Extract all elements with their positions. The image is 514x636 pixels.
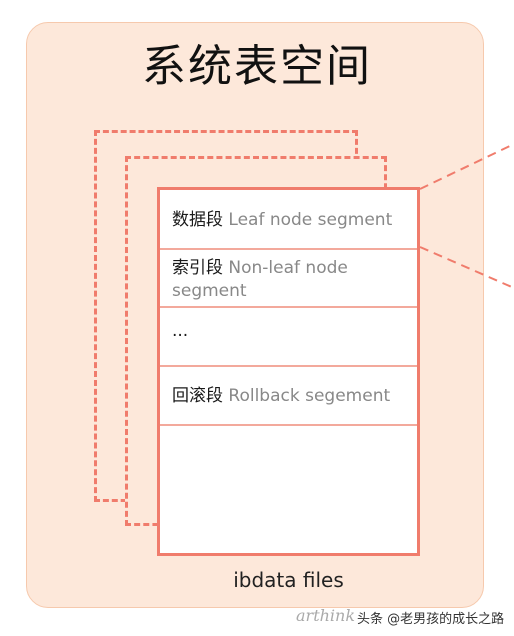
segment-leaf-en: Leaf node segment xyxy=(228,210,393,230)
segment-rollback-en: Rollback segement xyxy=(228,386,391,406)
segment-non-leaf: 索引段 Non-leaf node segment xyxy=(160,257,417,303)
watermark-toutiao: 头条 @老男孩的成长之路 xyxy=(357,612,505,627)
diagram-title: 系统表空间 xyxy=(142,41,372,92)
segment-divider xyxy=(160,306,417,308)
connector-line-top xyxy=(419,143,514,190)
segment-non-leaf-cn: 索引段 xyxy=(172,258,223,278)
segment-non-leaf-en: Non-leaf node segment xyxy=(172,258,348,301)
segment-ellipsis-en: ... xyxy=(172,321,189,341)
ibdata-caption: ibdata files xyxy=(233,568,344,592)
segment-divider xyxy=(160,424,417,426)
segment-divider-thick xyxy=(160,365,417,367)
segment-rollback: 回滚段 Rollback segement xyxy=(160,385,417,408)
segment-leaf: 数据段 Leaf node segment xyxy=(160,209,417,232)
segment-rollback-cn: 回滚段 xyxy=(172,386,223,406)
connector-line-bottom xyxy=(419,246,514,289)
segment-ellipsis: ... xyxy=(160,320,417,343)
ibdata-file-front: 数据段 Leaf node segment 索引段 Non-leaf node … xyxy=(157,187,420,556)
watermark-arthink: arthink xyxy=(296,606,356,625)
segment-divider xyxy=(160,248,417,250)
segment-leaf-cn: 数据段 xyxy=(172,210,223,230)
